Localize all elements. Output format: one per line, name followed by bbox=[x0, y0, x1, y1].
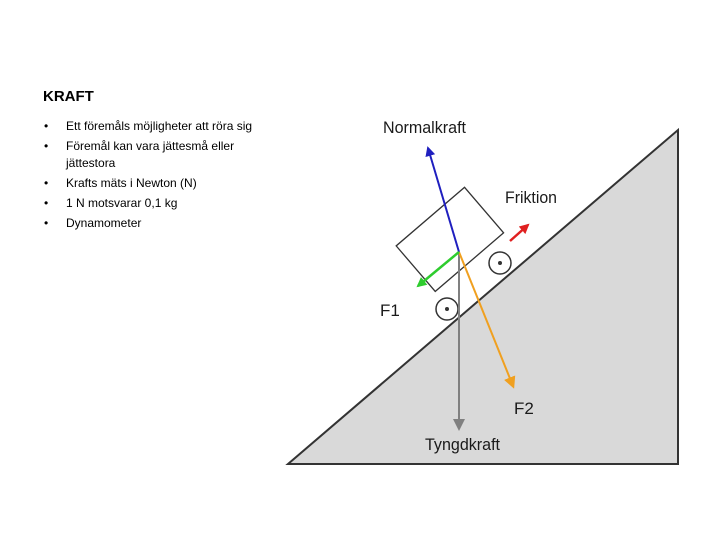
cart bbox=[395, 186, 505, 293]
bullet-item: Föremål kan vara jättesmå eller jättesto… bbox=[44, 138, 259, 172]
f1-label: F1 bbox=[380, 301, 400, 320]
f2-label: F2 bbox=[514, 399, 534, 418]
f1-arrow bbox=[416, 251, 460, 288]
bullet-item: 1 N motsvarar 0,1 kg bbox=[44, 195, 259, 212]
bullet-item: Dynamometer bbox=[44, 215, 259, 232]
cart-wheel bbox=[435, 297, 459, 321]
incline-plane bbox=[285, 127, 679, 465]
gravity-label: Tyngdkraft bbox=[425, 435, 500, 454]
slide-title: KRAFT bbox=[43, 88, 94, 105]
friction-label: Friktion bbox=[505, 188, 557, 207]
f2-arrow bbox=[458, 251, 516, 389]
friction-arrow bbox=[509, 223, 530, 242]
normal-force-label: Normalkraft bbox=[383, 118, 466, 137]
normal-force-arrow bbox=[425, 146, 460, 253]
bullet-item: Ett föremåls möjligheter att röra sig bbox=[44, 118, 259, 135]
bullet-list: Ett föremåls möjligheter att röra sig Fö… bbox=[44, 118, 259, 235]
cart-body bbox=[395, 186, 505, 293]
bullet-item: Krafts mäts i Newton (N) bbox=[44, 175, 259, 192]
cart-wheel bbox=[488, 251, 512, 275]
